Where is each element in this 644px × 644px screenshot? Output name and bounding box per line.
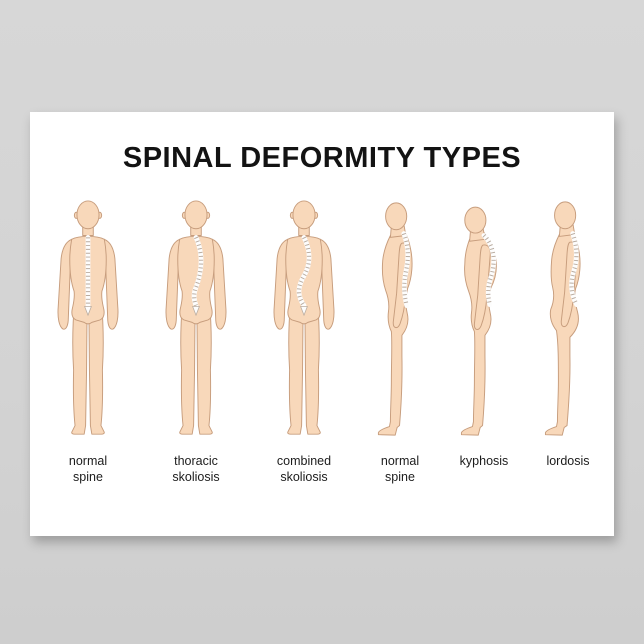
spine-vertebrae bbox=[192, 236, 204, 307]
front-combined-skoliosis-figure bbox=[256, 199, 352, 439]
figure-label-line1: thoracic bbox=[174, 454, 218, 468]
side-kyphosis-figure bbox=[436, 199, 532, 439]
figure-label: lordosis bbox=[546, 453, 589, 469]
side-normal-figure bbox=[352, 199, 448, 439]
sacrum bbox=[300, 306, 308, 317]
figure-label-line1: normal bbox=[68, 454, 108, 468]
side-lordosis-figure bbox=[520, 199, 616, 439]
figure-label-line1: normal bbox=[380, 454, 420, 468]
figure-label: combined skoliosis bbox=[277, 453, 331, 486]
figure-label-line2: skoliosis bbox=[172, 470, 220, 485]
spine-vertebrae bbox=[296, 236, 312, 307]
figure-label-line2: spine bbox=[73, 470, 103, 485]
figure-label: thoracic skoliosis bbox=[172, 453, 219, 486]
figure-label-line2: spine bbox=[385, 470, 415, 485]
figure-front-combined-skoliosis: combined skoliosis bbox=[250, 199, 358, 486]
figure-side-lordosis: lordosis bbox=[526, 199, 610, 469]
figure-label-line2: skoliosis bbox=[280, 470, 328, 485]
poster-title: SPINAL DEFORMITY TYPES bbox=[122, 142, 522, 174]
front-normal-figure bbox=[40, 199, 136, 439]
figure-label-line1: combined bbox=[276, 454, 332, 468]
figure-front-normal-spine: normal spine bbox=[34, 199, 142, 486]
figure-label: normal spine bbox=[69, 453, 107, 486]
sacrum bbox=[84, 306, 92, 317]
sacrum bbox=[192, 306, 200, 317]
spine-vertebrae bbox=[569, 232, 579, 306]
poster: SPINAL DEFORMITY TYPES normal spine bbox=[30, 112, 614, 536]
figure-front-thoracic-skoliosis: thoracic skoliosis bbox=[142, 199, 250, 486]
spine-side-normal bbox=[401, 231, 411, 308]
figure-label-line1: kyphosis bbox=[459, 454, 509, 468]
figures-row: normal spine thoracic skoliosis bbox=[30, 199, 614, 486]
spine-vertebrae bbox=[482, 233, 496, 306]
figure-label: kyphosis bbox=[460, 453, 509, 469]
front-thoracic-skoliosis-figure bbox=[148, 199, 244, 439]
figure-label: normal spine bbox=[381, 453, 419, 486]
figure-side-normal-spine: normal spine bbox=[358, 199, 442, 486]
figure-label-line1: lordosis bbox=[546, 454, 590, 468]
figure-side-kyphosis: kyphosis bbox=[442, 199, 526, 469]
